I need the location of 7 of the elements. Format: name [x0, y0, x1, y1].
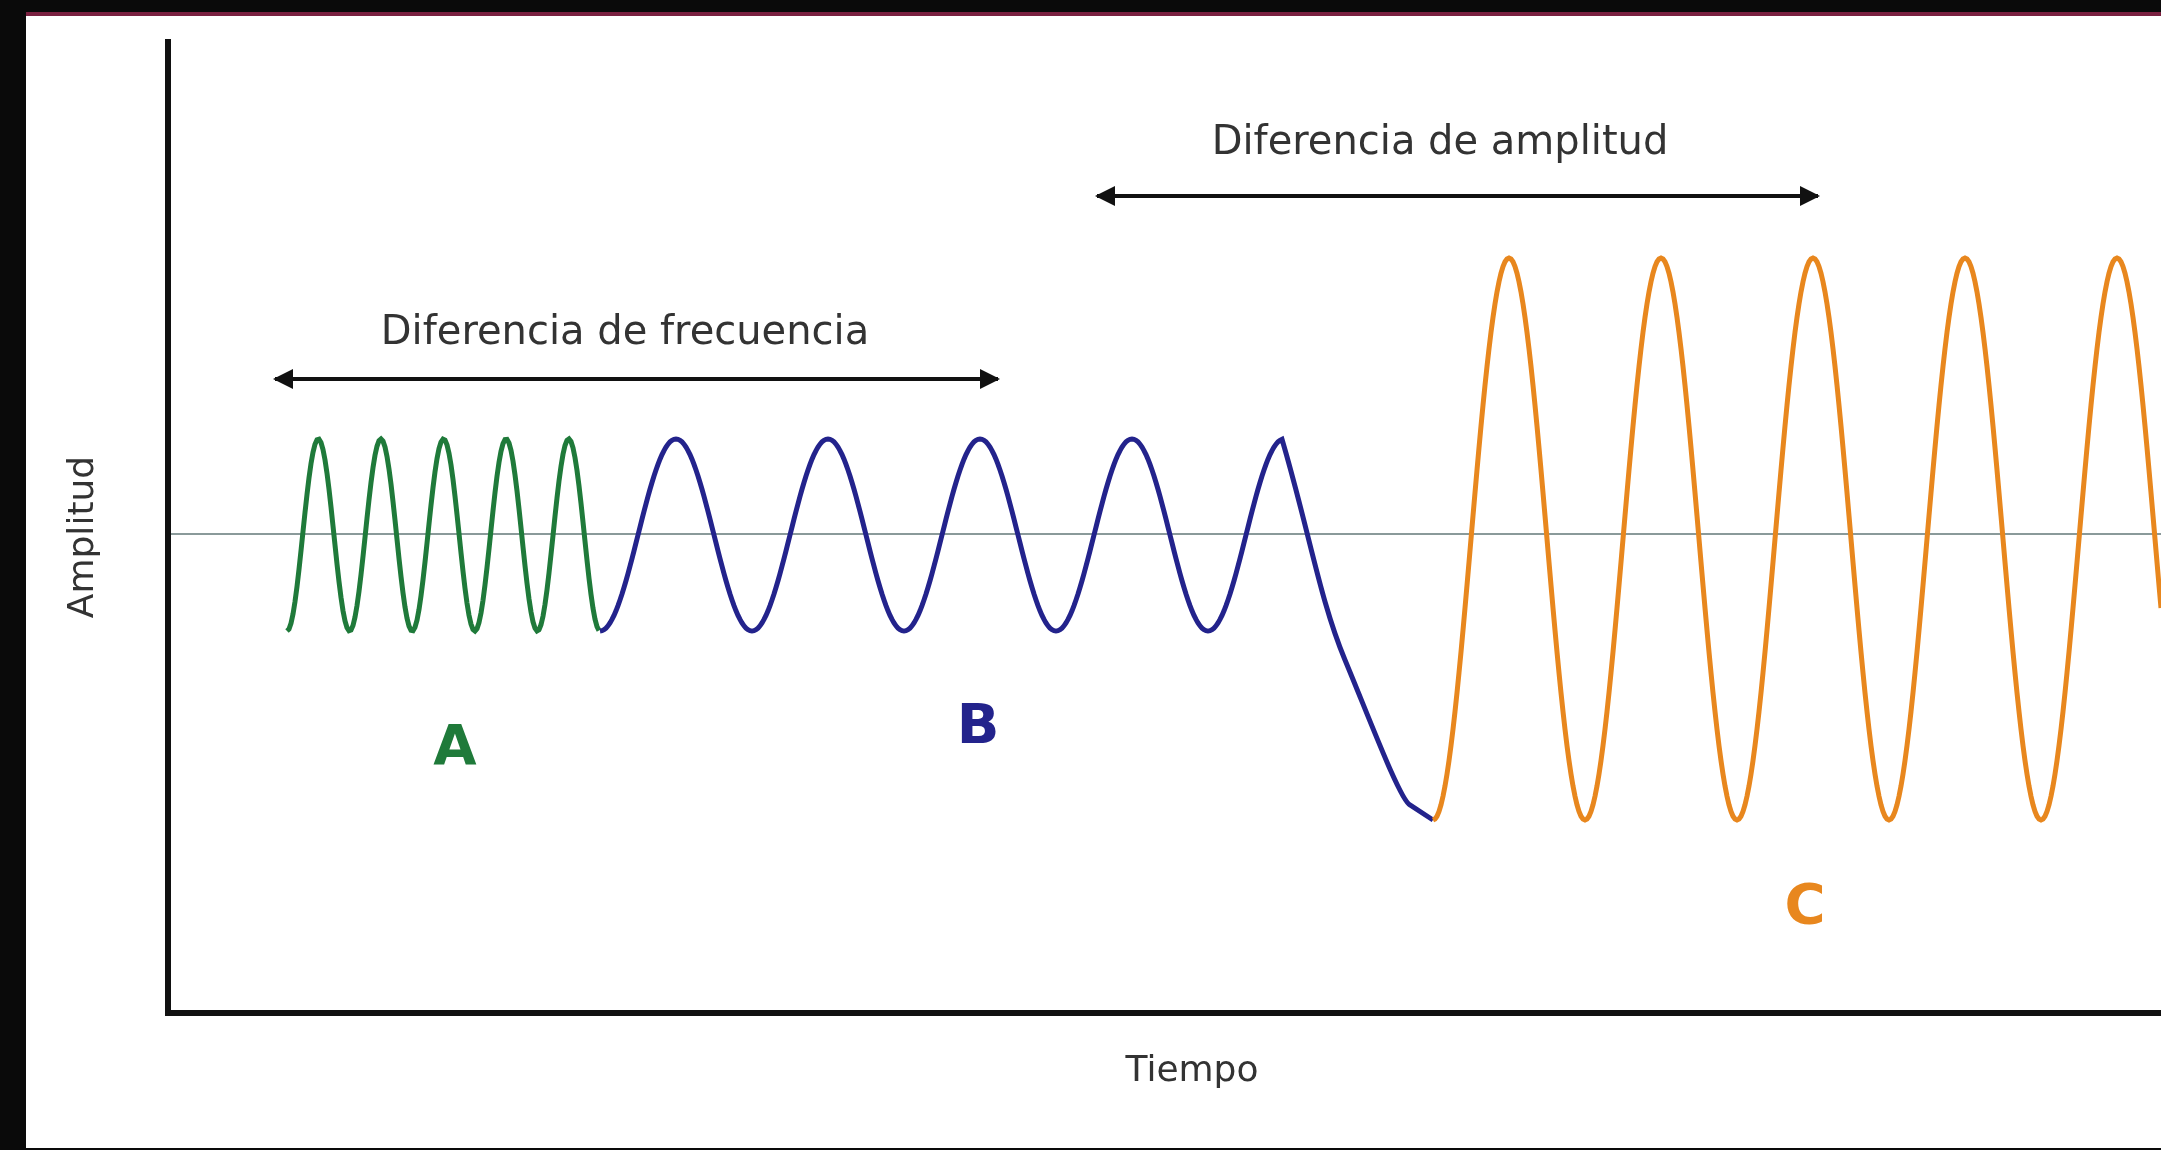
axis-title: Tiempo	[1125, 1047, 1259, 1089]
wave-label: A	[433, 711, 477, 777]
axis-title: Amplitud	[59, 455, 101, 619]
dimension-label: Diferencia de amplitud	[1211, 117, 1669, 163]
dimension-label: Diferencia de frecuencia	[380, 307, 870, 353]
wave-label: B	[956, 690, 1000, 756]
wave-label: C	[1784, 870, 1826, 936]
